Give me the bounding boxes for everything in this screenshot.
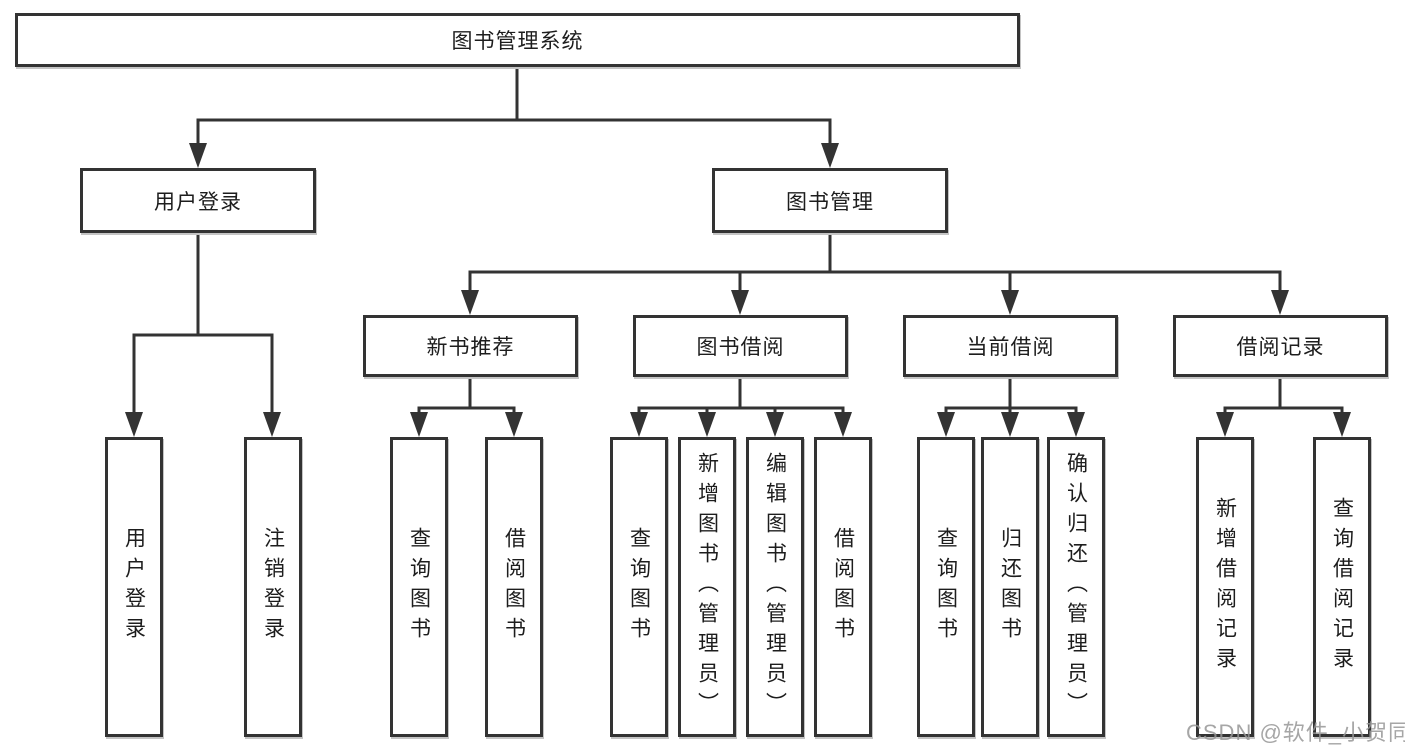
leaf-query-borrow-record: 查询借阅记录: [1313, 437, 1371, 737]
leaf-logout-login: 注销登录: [244, 437, 302, 737]
leaf-query-books-current: 查询图书: [917, 437, 975, 737]
leaf-confirm-return-admin: 确认归还（管理员）: [1047, 437, 1105, 737]
leaf-add-borrow-record: 新增借阅记录: [1196, 437, 1254, 737]
leaf-borrow-books: 借阅图书: [814, 437, 872, 737]
csdn-watermark: CSDN @软件_小贺同学: [1186, 720, 1405, 745]
node-user-login: 用户登录: [80, 168, 316, 233]
node-new-book-recommend: 新书推荐: [363, 315, 578, 377]
node-book-management: 图书管理: [712, 168, 948, 233]
leaf-borrow-books-recommend: 借阅图书: [485, 437, 543, 737]
node-current-borrow: 当前借阅: [903, 315, 1118, 377]
node-borrow-records: 借阅记录: [1173, 315, 1388, 377]
leaf-query-books-borrow: 查询图书: [610, 437, 668, 737]
node-book-borrow: 图书借阅: [633, 315, 848, 377]
arrowheads: [125, 143, 1351, 437]
leaf-return-books: 归还图书: [981, 437, 1039, 737]
leaf-edit-books-admin: 编辑图书（管理员）: [746, 437, 804, 737]
node-library-management-system: 图书管理系统: [15, 13, 1020, 67]
leaf-add-books-admin: 新增图书（管理员）: [678, 437, 736, 737]
leaf-query-books-recommend: 查询图书: [390, 437, 448, 737]
leaf-user-login: 用户登录: [105, 437, 163, 737]
